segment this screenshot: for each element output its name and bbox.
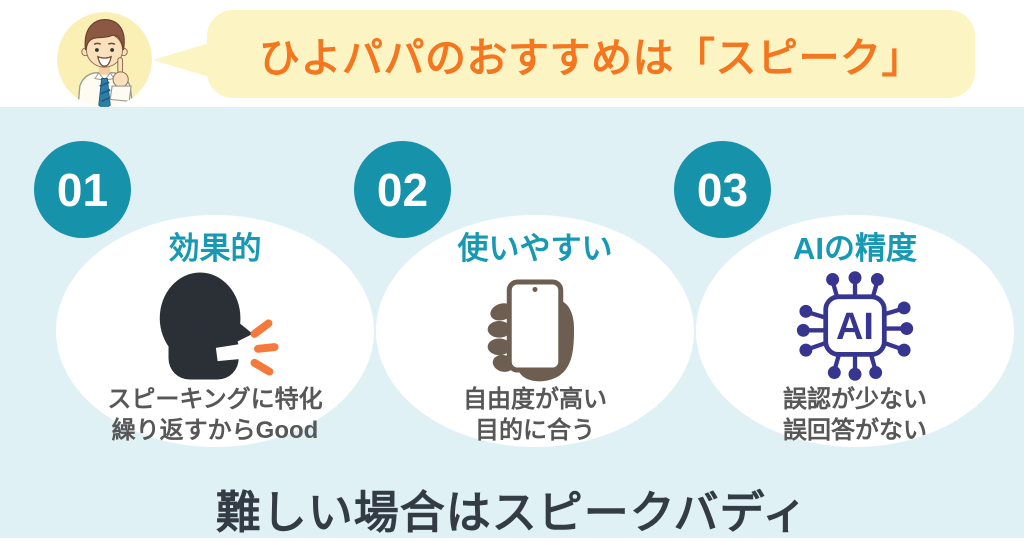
ai-chip-icon: AI <box>790 268 920 384</box>
footer-headline: 難しい場合はスピークバディ <box>215 487 809 538</box>
header-band: ひよパパのおすすめは「スピーク」 <box>0 0 1024 107</box>
feature-circle-2: 使いやすい 自由度が高い <box>376 215 694 447</box>
caption-line: 自由度が高い <box>463 385 607 413</box>
caption-line: 繰り返すからGood <box>111 417 319 445</box>
feature-columns: 01 効果的 <box>0 107 1024 491</box>
main-panel: 01 効果的 <box>0 107 1024 538</box>
feature-circle-1: 効果的 <box>56 215 374 447</box>
caption-line: 誤認が少ない <box>783 385 927 413</box>
feature-title-2: 使いやすい <box>457 231 613 266</box>
feature-card-3: 03 AIの精度 <box>674 141 1016 491</box>
speech-bubble: ひよパパのおすすめは「スピーク」 <box>153 10 975 98</box>
caption-line: スピーキングに特化 <box>107 385 323 413</box>
number-badge-01: 01 <box>34 141 131 238</box>
svg-text:AI: AI <box>836 306 874 348</box>
number-badge-03: 03 <box>674 141 771 238</box>
feature-circle-3: AIの精度 <box>696 215 1014 447</box>
feature-caption-2: 自由度が高い 目的に合う <box>463 384 607 447</box>
phone-in-hand-icon <box>481 268 589 384</box>
feature-card-2: 02 使いやすい <box>354 141 696 491</box>
feature-card-1: 01 効果的 <box>34 141 376 491</box>
feature-caption-1: スピーキングに特化 繰り返すからGood <box>107 384 322 447</box>
feature-title-3: AIの精度 <box>793 231 917 266</box>
number-badge-02: 02 <box>354 141 451 238</box>
feature-title-1: 効果的 <box>168 231 262 266</box>
speaking-head-icon <box>149 268 281 384</box>
caption-line: 目的に合う <box>475 417 595 445</box>
avatar <box>57 12 152 107</box>
caption-line: 誤回答がない <box>783 417 927 445</box>
speech-bubble-tail <box>153 43 209 77</box>
feature-caption-3: 誤認が少ない 誤回答がない <box>783 384 927 447</box>
speech-bubble-text: ひよパパのおすすめは「スピーク」 <box>259 35 923 81</box>
hiyo-papa-avatar-icon <box>57 12 152 107</box>
